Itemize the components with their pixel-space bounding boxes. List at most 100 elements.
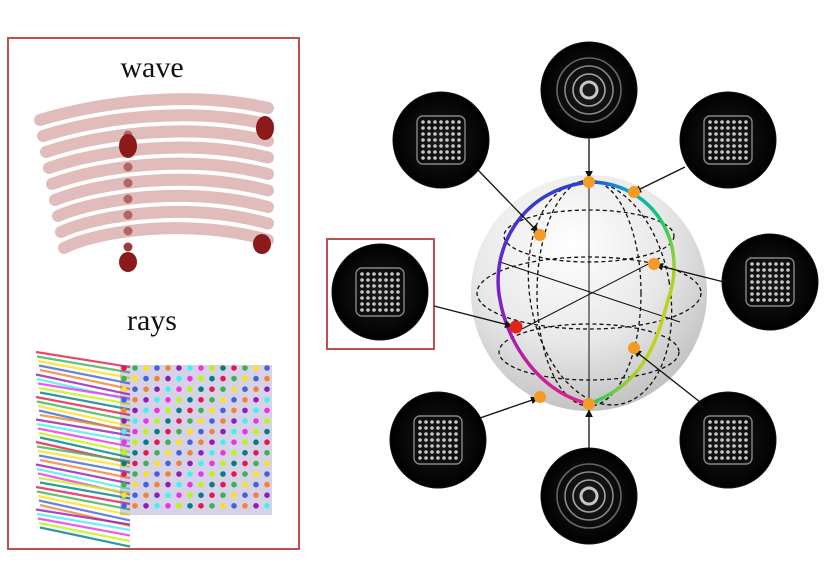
pattern-dot [744, 444, 748, 448]
pattern-dot [427, 132, 431, 136]
ray-dot [231, 460, 237, 467]
pattern-dot [436, 450, 440, 454]
pattern-ring [556, 463, 622, 529]
ray-dot [143, 503, 149, 509]
pattern-dot [424, 450, 428, 454]
ray-dot [165, 407, 171, 414]
pattern-dot [732, 420, 736, 424]
ray-dot [132, 503, 138, 509]
ray-dot [121, 471, 127, 477]
sphere-point-bottom [583, 398, 595, 410]
ray-dot [187, 492, 193, 499]
ray-dot [264, 460, 270, 467]
pattern-dot [732, 156, 736, 160]
pattern-dot [442, 444, 446, 448]
pattern-disk-upper-right [679, 91, 777, 189]
pattern-dot [732, 444, 736, 448]
poincare-sphere [471, 175, 707, 411]
ray-dot [187, 471, 193, 477]
pattern-dot [726, 132, 730, 136]
ray-dot [176, 407, 182, 414]
pattern-dot [726, 126, 730, 130]
pattern-ring [564, 471, 614, 521]
ray-dot [121, 460, 127, 467]
ray-dot [132, 418, 138, 424]
pattern-dot [421, 132, 425, 136]
ray-dot [220, 471, 226, 477]
ray-dot [187, 450, 193, 456]
ray-dot [264, 386, 270, 393]
pattern-dot [454, 444, 458, 448]
ray-dot [231, 407, 237, 414]
ray-dot [264, 450, 270, 456]
pattern-dot [421, 120, 425, 124]
pattern-disk-lower-right [679, 391, 777, 489]
pattern-dot [768, 286, 772, 290]
ray-dot [220, 418, 226, 424]
ray-line [36, 512, 131, 532]
pattern-dot [714, 438, 718, 442]
ray-dot [209, 450, 215, 456]
pattern-dot [726, 156, 730, 160]
pattern-dot [786, 286, 790, 290]
ray-dot [176, 375, 182, 382]
pattern-dot [714, 144, 718, 148]
ray-dot [242, 428, 248, 435]
ray-dot [187, 407, 193, 414]
ray-dot [253, 365, 259, 371]
pattern-dot [378, 284, 382, 288]
ray-dot [132, 428, 138, 435]
ray-dot [242, 460, 248, 467]
pattern-dot [720, 420, 724, 424]
pattern-dot [390, 284, 394, 288]
ray-dot [242, 365, 248, 371]
wave-tube-end [253, 234, 271, 254]
pattern-dot [750, 298, 754, 302]
sphere-point-upper-right [628, 186, 640, 198]
pattern-dot [738, 432, 742, 436]
pattern-dot [457, 156, 461, 160]
wave-tube [34, 93, 274, 126]
ray-dot [176, 386, 182, 393]
ray-dot [165, 450, 171, 456]
pattern-dot [396, 308, 400, 312]
ray-dot [220, 365, 226, 371]
pattern-dot [433, 156, 437, 160]
ray-dot [165, 375, 171, 382]
pattern-dot [451, 120, 455, 124]
sphere-points [509, 176, 660, 410]
ray-dot [143, 428, 149, 435]
pattern-dot [708, 138, 712, 142]
ray-dot [220, 460, 226, 467]
arrows [433, 138, 725, 450]
pattern-dot [424, 444, 428, 448]
pattern-dot [390, 272, 394, 276]
ray-line [38, 521, 131, 543]
pattern-dot [720, 126, 724, 130]
pattern-dot [418, 450, 422, 454]
pattern-dot [714, 138, 718, 142]
ray-dot [165, 481, 171, 488]
pattern-dot [442, 456, 446, 460]
ray-dot [231, 450, 237, 456]
ray-dot [165, 418, 171, 424]
ray-dot [154, 450, 160, 456]
pattern-dot [390, 302, 394, 306]
ray-line [39, 368, 131, 391]
ray-dot [132, 439, 138, 446]
pattern-dot [436, 438, 440, 442]
ray-line [39, 458, 131, 480]
pattern-dot [786, 292, 790, 296]
ray-dot [231, 375, 237, 382]
ray-dot [242, 397, 248, 403]
pattern-dot [384, 272, 388, 276]
pattern-dot [708, 120, 712, 124]
pattern-dot [396, 272, 400, 276]
pattern-dot [372, 272, 376, 276]
pattern-dot [366, 278, 370, 282]
ray-line [35, 418, 131, 437]
ray-dot [242, 375, 248, 382]
pattern-dot [442, 450, 446, 454]
ray-dot [198, 407, 204, 414]
